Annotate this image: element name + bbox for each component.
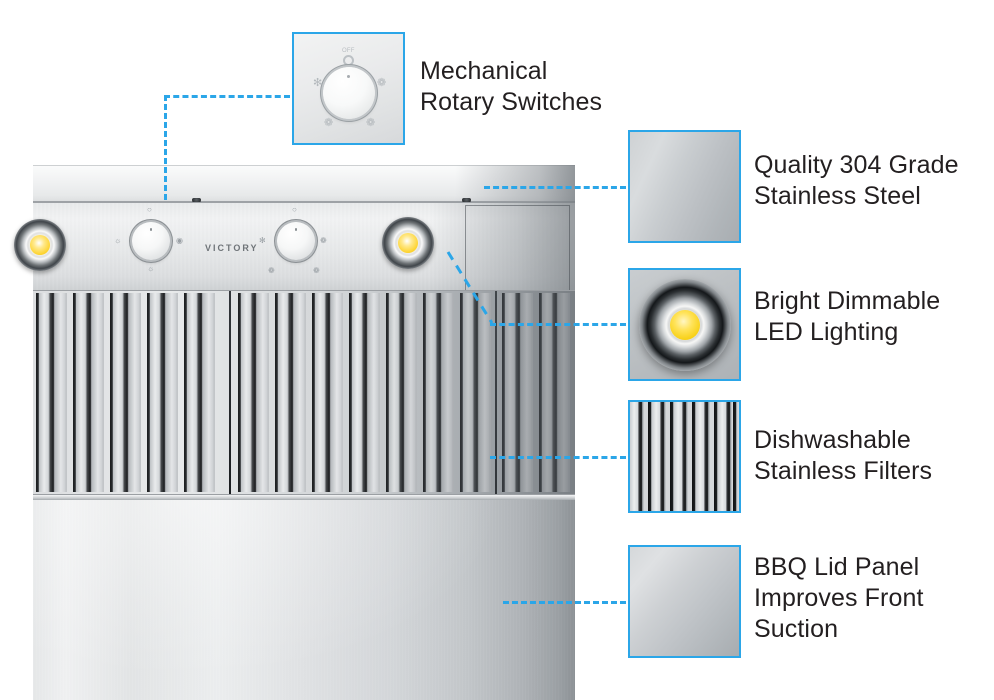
fan-mid-icon: ❁ (268, 266, 275, 275)
baffle-blade (275, 293, 306, 492)
off-ring-icon (343, 55, 354, 66)
baffle-blade (36, 293, 67, 492)
baffle-blade (73, 293, 104, 492)
knob-off-label: OFF (342, 48, 355, 54)
rotary-knob-light[interactable] (132, 222, 170, 260)
callout-box-quality-304-grade-stainless-steel[interactable] (628, 130, 741, 243)
baffle-blade (386, 293, 417, 492)
rotary-knob-fan[interactable] (277, 222, 315, 260)
led-lamp-left (14, 219, 66, 271)
baffle-blade (692, 402, 710, 511)
stainless-steel-swatch (630, 132, 739, 241)
fan-low-icon: ✻ (313, 77, 323, 89)
screw-icon (192, 198, 201, 204)
baffle-blade (110, 293, 141, 492)
baffle-blade (648, 402, 666, 511)
led-lamp-core (30, 235, 50, 255)
leader-line-bbq-panel (503, 601, 626, 604)
stainless-steel-swatch (630, 547, 739, 656)
led-lamp-swatch (630, 270, 739, 379)
baffle-blade (184, 293, 215, 492)
baffle-blade (630, 402, 644, 511)
baffle-blade (460, 293, 491, 492)
baffle-blade (312, 293, 343, 492)
baffle-blade (147, 293, 178, 492)
callout-box-mechanical-rotary-switches[interactable]: OFF ✻ ❁ ❁ ❁ (292, 32, 405, 145)
leader-line-filters (490, 456, 626, 459)
baffle-blade (670, 402, 688, 511)
baffle-blade (349, 293, 380, 492)
led-lamp-right (382, 217, 434, 269)
callout-label-dishwashable-stainless-filters: Dishwashable Stainless Filters (754, 426, 933, 485)
callout-box-bbq-lid-panel[interactable] (628, 545, 741, 658)
baffle-blade (423, 293, 454, 492)
callout-label-mechanical-rotary-switches: Mechanical Rotary Switches (420, 57, 603, 116)
off-ring-icon: ○ (292, 205, 297, 214)
callout-label-bbq-lid-panel: BBQ Lid Panel Improves Front Suction (754, 553, 924, 643)
screw-icon (462, 198, 471, 204)
filter-panel-divider (229, 291, 231, 494)
baffle-filter-bank (33, 290, 575, 495)
baffle-blade (714, 402, 732, 511)
leader-line-rotary-horizontal (164, 95, 290, 98)
light-bright-icon: ◉ (176, 236, 183, 245)
off-ring-icon: ○ (147, 205, 152, 214)
baffle-blade (733, 402, 739, 511)
callout-label-bright-dimmable-led-lighting: Bright Dimmable LED Lighting (754, 287, 941, 346)
product-photo-range-hood: ☼ ◉ ○ ☼ VICTORY ✻ ❁ ○ ❁ ❁ (0, 165, 575, 700)
leader-line-rotary-vertical (164, 95, 167, 200)
rotary-knob-swatch: OFF ✻ ❁ ❁ ❁ (294, 34, 403, 143)
hood-top-shadow (455, 165, 575, 202)
fan-high-icon: ❁ (377, 77, 387, 89)
light-low-icon: ☼ (147, 264, 155, 273)
fan-max-icon: ❁ (366, 117, 376, 129)
fan-low-icon: ✻ (259, 236, 266, 245)
baffle-blade (238, 293, 269, 492)
led-lamp-graphic (638, 278, 731, 371)
light-dim-icon: ☼ (114, 236, 122, 245)
leader-line-led-horizontal (490, 323, 626, 326)
brand-badge: VICTORY (205, 243, 259, 253)
leader-line-steel (484, 186, 626, 189)
callout-label-quality-304-grade-stainless-steel: Quality 304 Grade Stainless Steel (754, 151, 959, 210)
filter-bottom-lip (33, 495, 575, 500)
fan-mid-icon: ❁ (324, 117, 334, 129)
fan-high-icon: ❁ (320, 236, 327, 245)
filter-panel-divider (495, 291, 497, 494)
led-lamp-core (398, 233, 418, 253)
callout-box-dishwashable-stainless-filters[interactable] (628, 400, 741, 513)
baffle-filters-swatch (630, 402, 739, 511)
led-lamp-core (669, 309, 700, 340)
rotary-knob-graphic (322, 66, 375, 119)
callout-box-bright-dimmable-led-lighting[interactable] (628, 268, 741, 381)
fan-max-icon: ❁ (313, 266, 320, 275)
